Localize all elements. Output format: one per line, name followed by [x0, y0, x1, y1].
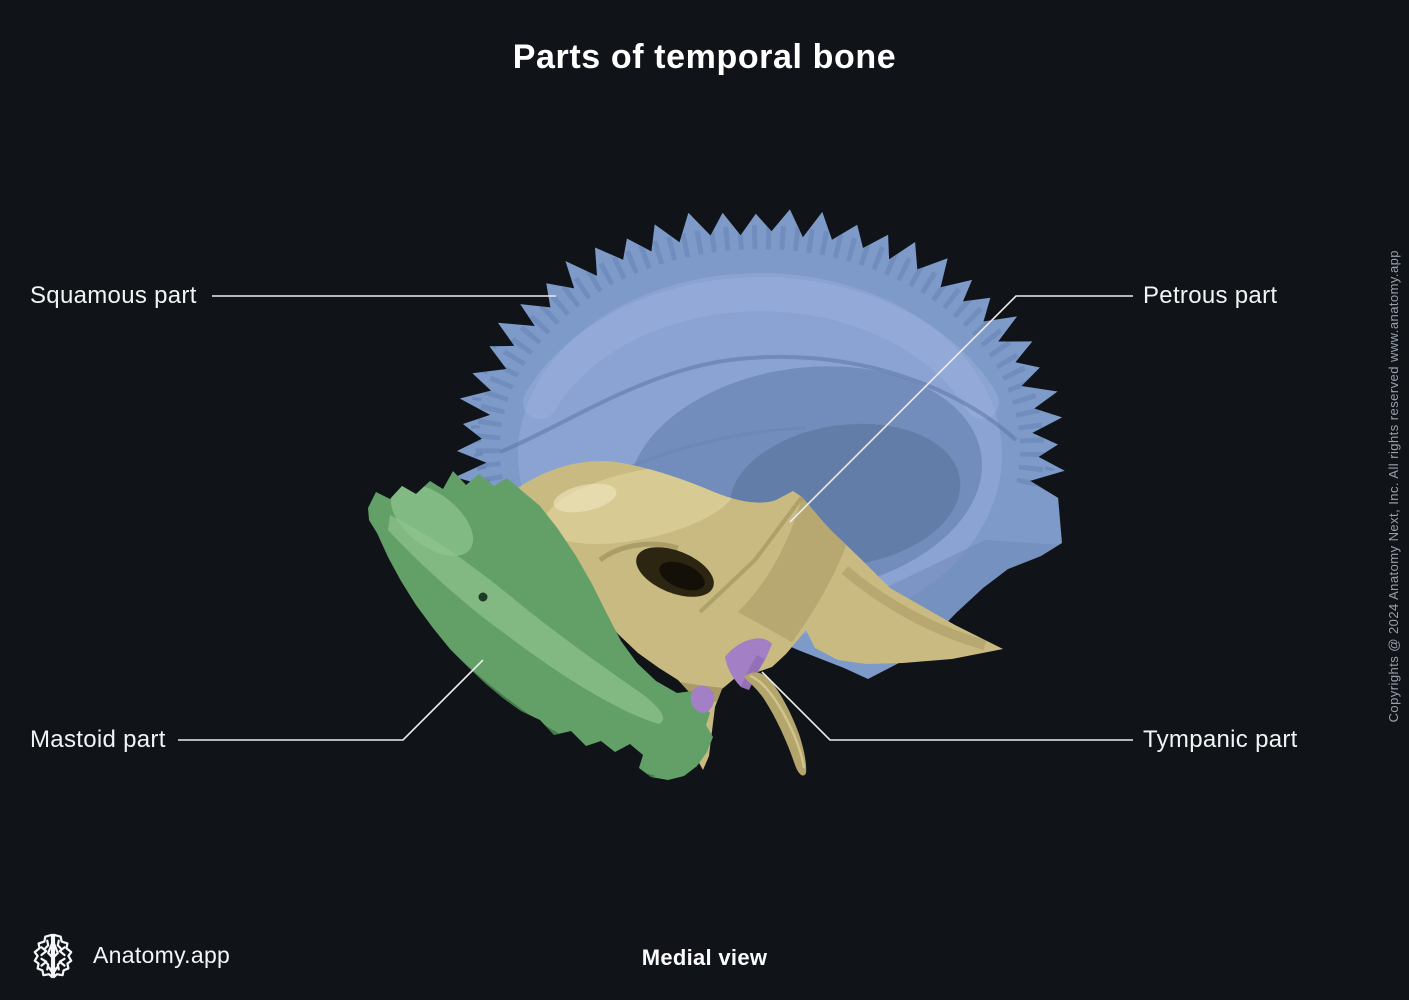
tympanic-part-shade — [741, 655, 765, 690]
styloid-process-highlight — [749, 674, 806, 769]
tympanic-part-shape — [725, 638, 772, 690]
brain-right-hemisphere — [52, 933, 73, 979]
leader-line-mastoid — [178, 659, 484, 741]
label-squamous-part: Squamous part — [30, 282, 197, 309]
label-petrous-part: Petrous part — [1143, 282, 1278, 309]
brand-name: Anatomy.app — [93, 941, 231, 968]
label-tympanic-part: Tympanic part — [1143, 726, 1298, 753]
view-caption: Medial view — [641, 945, 768, 970]
copyright-text: Copyrights @ 2024 Anatomy Next, Inc. All… — [1386, 250, 1401, 723]
styloid-process-shape — [744, 672, 807, 776]
leader-lines — [178, 295, 1133, 741]
internal-acoustic-meatus-depth — [659, 561, 705, 591]
tympanic-part-lower-shape — [690, 685, 715, 713]
page-title: Parts of temporal bone — [512, 38, 897, 76]
label-mastoid-part: Mastoid part — [30, 726, 166, 753]
brain-left-hemisphere — [33, 933, 54, 979]
brain-icon — [33, 933, 73, 979]
brand-logo: Anatomy.app — [28, 929, 230, 981]
leader-line-petrous — [789, 295, 1133, 523]
leader-line-tympanic — [761, 671, 1133, 741]
